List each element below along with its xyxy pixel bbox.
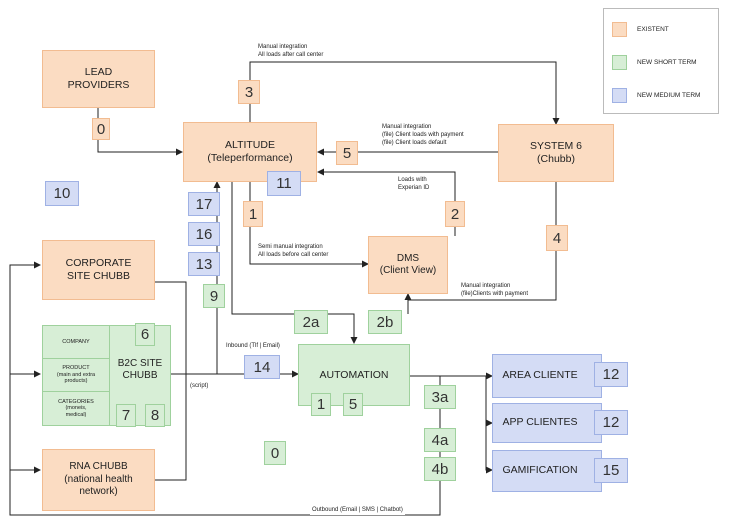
node-corporate-site: CORPORATE SITE CHUBB — [42, 240, 155, 300]
line-dms-to-altitude — [317, 168, 456, 236]
node-app-clientes: APP CLIENTES — [492, 403, 602, 443]
note-manual-integration-system6: Manual integration (file) Client loads w… — [382, 124, 464, 146]
badge-11: 11 — [267, 171, 301, 196]
badge-4b: 4b — [424, 457, 456, 481]
note-manual-integration-top: Manual integration All loads after call … — [258, 44, 324, 58]
node-gamification: GAMIFICATION — [492, 450, 602, 492]
note-manual-integration-dms: Manual integration (file)Clients with pa… — [461, 283, 529, 297]
badge-1-automation: 1 — [311, 393, 331, 416]
legend-new-short-term: NEW SHORT TERM — [612, 55, 697, 70]
badge-2b: 2b — [368, 310, 402, 334]
line-lead-to-altitude — [97, 108, 183, 156]
line-to-gamification — [485, 423, 493, 474]
note-inbound: Inbound (Tlf | Email) — [226, 343, 280, 349]
note-loads-experian: Loads with Experian ID — [398, 177, 430, 191]
note-outbound: Outbound (Email | SMS | Chatbot) — [310, 507, 405, 515]
badge-0-standalone: 0 — [264, 441, 286, 465]
badge-10: 10 — [45, 181, 79, 206]
legend-label-existent: EXISTENT — [637, 26, 669, 33]
badge-9: 9 — [203, 284, 225, 308]
line-altitude-to-system6 — [249, 61, 560, 125]
badge-5: 5 — [336, 141, 358, 165]
badge-2a: 2a — [294, 310, 328, 334]
badge-3a: 3a — [424, 385, 456, 409]
badge-0-lead: 0 — [92, 118, 110, 140]
node-area-cliente: AREA CLIENTE — [492, 354, 602, 398]
badge-8: 8 — [145, 404, 165, 427]
badge-12-area-cliente: 12 — [594, 362, 628, 387]
legend-swatch-medium — [612, 88, 627, 103]
badge-6: 6 — [135, 323, 155, 346]
legend: EXISTENT NEW SHORT TERM NEW MEDIUM TERM — [603, 8, 719, 114]
badge-13: 13 — [188, 252, 220, 276]
legend-label-medium: NEW MEDIUM TERM — [637, 92, 701, 99]
badge-12-app-clientes: 12 — [594, 410, 628, 435]
b2c-categories-cell: CATEGORIES (moneis, medical) — [58, 398, 94, 418]
legend-label-short: NEW SHORT TERM — [637, 59, 697, 66]
legend-new-medium-term: NEW MEDIUM TERM — [612, 88, 700, 103]
legend-swatch-short — [612, 55, 627, 70]
node-dms: DMS (Client View) — [368, 236, 448, 294]
node-b2c-site-label: B2C SITE CHUBB — [117, 357, 163, 382]
b2c-product-cell: PRODUCT (main and extra products) — [43, 359, 109, 392]
badge-7: 7 — [116, 404, 136, 427]
badge-3: 3 — [238, 80, 260, 104]
badge-15: 15 — [594, 458, 628, 483]
badge-2: 2 — [445, 201, 465, 227]
legend-existent: EXISTENT — [612, 22, 669, 37]
node-lead-providers: LEAD PROVIDERS — [42, 50, 155, 108]
badge-16: 16 — [188, 222, 220, 246]
note-semi-manual: Semi manual integration All loads before… — [258, 244, 329, 258]
legend-swatch-existent — [612, 22, 627, 37]
badge-14: 14 — [244, 355, 280, 379]
badge-17: 17 — [188, 192, 220, 216]
node-system6: SYSTEM 6 (Chubb) — [498, 124, 614, 182]
badge-4: 4 — [546, 225, 568, 251]
b2c-company-cell: COMPANY — [43, 326, 109, 359]
note-script: (script) — [190, 383, 209, 389]
line-rna-chubb — [155, 374, 187, 481]
badge-4a: 4a — [424, 428, 456, 452]
badge-5-automation: 5 — [343, 393, 363, 416]
node-rna-chubb: RNA CHUBB (national health network) — [42, 449, 155, 511]
line-altitude-to-automation — [231, 182, 358, 344]
b2c-divider — [109, 326, 110, 425]
badge-1: 1 — [243, 201, 263, 227]
